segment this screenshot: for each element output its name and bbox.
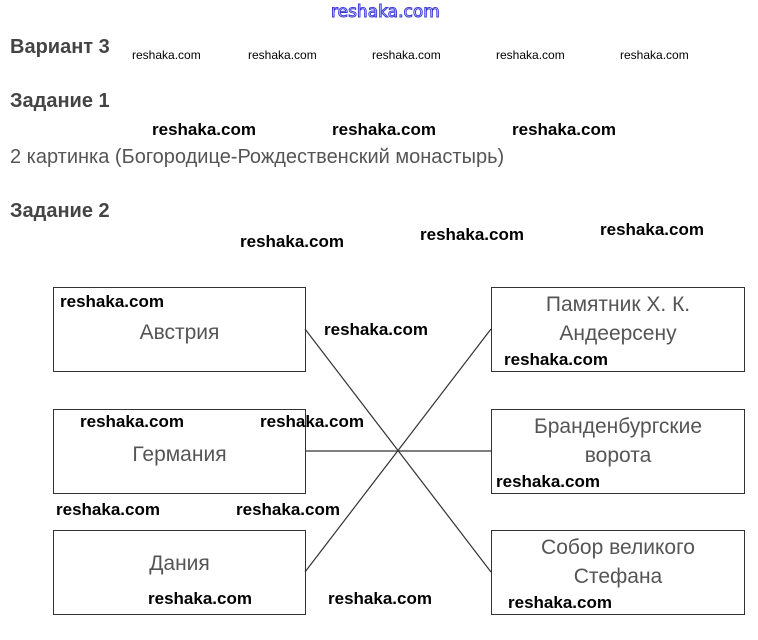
watermark: reshaka.com <box>60 292 164 311</box>
watermark: reshaka.com <box>324 320 428 339</box>
watermark: reshaka.com <box>236 500 340 519</box>
watermark: reshaka.com <box>512 120 616 139</box>
box-germany: Германия <box>53 409 306 494</box>
watermark: reshaka.com <box>260 412 364 431</box>
box-label: Бранденбургские ворота <box>533 415 703 467</box>
watermark-top: reshaka.com <box>331 2 441 23</box>
watermark: reshaka.com <box>248 48 317 62</box>
box-label: Германия <box>132 443 227 466</box>
box-denmark: Дания <box>53 530 306 615</box>
box-label: Дания <box>149 552 210 575</box>
task1-answer: 2 картинка (Богородице-Рождественский мо… <box>10 146 505 168</box>
watermark: reshaka.com <box>332 120 436 139</box>
box-austria: Австрия <box>53 287 306 372</box>
watermark: reshaka.com <box>372 48 441 62</box>
box-stefan: Собор великого Стефана <box>491 530 745 615</box>
watermark: reshaka.com <box>508 593 612 612</box>
task1-title: Задание 1 <box>10 90 110 112</box>
box-brandenburg: Бранденбургские ворота <box>491 409 745 494</box>
watermark: reshaka.com <box>148 589 252 608</box>
box-label: Памятник Х. К. Андеерсену <box>545 293 691 345</box>
variant-title: Вариант 3 <box>10 36 110 58</box>
box-label: Австрия <box>139 321 220 344</box>
watermark: reshaka.com <box>420 225 524 244</box>
task2-title: Задание 2 <box>10 200 110 222</box>
watermark: reshaka.com <box>504 350 608 369</box>
watermark: reshaka.com <box>496 48 565 62</box>
watermark: reshaka.com <box>240 232 344 251</box>
watermark: reshaka.com <box>496 472 600 491</box>
watermark: reshaka.com <box>620 48 689 62</box>
box-andersen: Памятник Х. К. Андеерсену <box>491 287 745 372</box>
watermark: reshaka.com <box>132 48 201 62</box>
line-denmark-andersen <box>304 328 492 573</box>
watermark: reshaka.com <box>80 412 184 431</box>
box-label: Собор великого Стефана <box>541 536 695 588</box>
watermark: reshaka.com <box>600 220 704 239</box>
watermark: reshaka.com <box>328 589 432 608</box>
watermark: reshaka.com <box>56 500 160 519</box>
watermark: reshaka.com <box>152 120 256 139</box>
